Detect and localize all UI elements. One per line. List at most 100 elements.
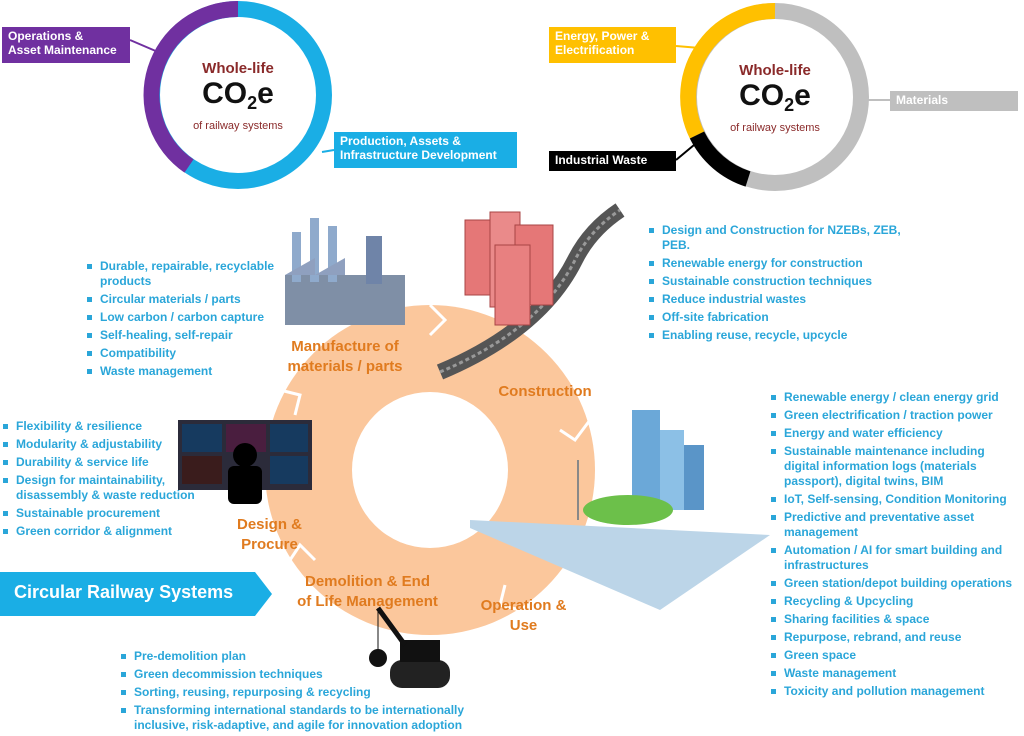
donut-left-title: Whole-life bbox=[202, 60, 274, 77]
label-prod-line1: Production, Assets & bbox=[340, 134, 461, 148]
list-operation-item: Waste management bbox=[770, 666, 1022, 681]
cycle-arrow-5 bbox=[279, 388, 302, 416]
title-banner bbox=[0, 572, 272, 616]
donut-left-co2e: CO2e bbox=[170, 77, 306, 120]
list-manufacture-item: Waste management bbox=[86, 364, 296, 379]
donut-right-subtitle: of railway systems bbox=[730, 122, 820, 134]
stage-demolition-line1: Demolition & End bbox=[305, 573, 430, 590]
stage-design: Design & Procure bbox=[222, 515, 317, 555]
cycle-hole bbox=[352, 392, 508, 548]
donut-right bbox=[675, 2, 890, 191]
donut-right-energy-segment bbox=[680, 2, 776, 139]
label-materials: Materials bbox=[890, 91, 1018, 111]
list-demolition-item: Pre-demolition plan bbox=[120, 649, 490, 664]
list-demolition-item: Green decommission techniques bbox=[120, 667, 490, 682]
list-design-item: Green corridor & alignment bbox=[2, 524, 207, 539]
co-text: CO bbox=[202, 77, 248, 110]
cycle-arrow-4 bbox=[288, 542, 317, 562]
list-operation-item: Predictive and preventative asset manage… bbox=[770, 510, 1022, 540]
cycle-arrow-3 bbox=[498, 584, 521, 612]
label-ops-line2: Asset Maintenance bbox=[8, 43, 117, 57]
list-operation-item: Green electrification / traction power bbox=[770, 408, 1022, 423]
stage-manufacture-line2: materials / parts bbox=[287, 358, 403, 375]
factory-icon bbox=[285, 218, 405, 325]
diagram-title: Circular Railway Systems bbox=[14, 582, 234, 602]
stage-manufacture-line1: Manufacture of bbox=[291, 338, 399, 355]
list-manufacture: Durable, repairable, recyclable products… bbox=[86, 259, 296, 382]
list-design-item: Modularity & adjustability bbox=[2, 437, 207, 452]
co-e: e bbox=[257, 77, 274, 110]
label-production-assets: Production, Assets & Infrastructure Deve… bbox=[334, 132, 517, 168]
list-demolition-item: Transforming international standards to … bbox=[120, 703, 490, 733]
list-operation-item: Green station/depot building operations bbox=[770, 576, 1022, 591]
label-operations-asset-maintenance: Operations & Asset Maintenance bbox=[2, 27, 130, 63]
stage-operation: Operation & Use bbox=[466, 596, 581, 636]
connector-ops bbox=[129, 39, 159, 53]
donut-left-subtitle: of railway systems bbox=[193, 120, 283, 132]
label-prod-line2: Infrastructure Development bbox=[340, 148, 497, 162]
cycle-arrow-1 bbox=[428, 303, 448, 337]
connector-waste bbox=[675, 139, 701, 161]
stage-design-line1: Design & bbox=[236, 516, 302, 533]
cycle-arrow-2 bbox=[559, 419, 592, 443]
label-industrial-waste: Industrial Waste bbox=[549, 151, 676, 171]
list-operation-item: Renewable energy / clean energy grid bbox=[770, 390, 1022, 405]
connector-energy bbox=[675, 45, 701, 49]
list-construction-item: Design and Construction for NZEBs, ZEB, … bbox=[648, 223, 918, 253]
stage-design-line2: Procure bbox=[241, 536, 298, 553]
list-construction-item: Sustainable construction techniques bbox=[648, 274, 918, 289]
co-sub: 2 bbox=[247, 93, 258, 113]
list-construction-item: Off-site fabrication bbox=[648, 310, 918, 325]
co-text: CO bbox=[739, 79, 785, 112]
stage-demolition-line2: of Life Management bbox=[297, 593, 438, 610]
list-operation-item: Green space bbox=[770, 648, 1022, 663]
crane-icon bbox=[369, 606, 450, 688]
list-operation-item: Automation / AI for smart building and i… bbox=[770, 543, 1022, 573]
list-operation-item: Sustainable maintenance including digita… bbox=[770, 444, 1022, 489]
list-design-item: Flexibility & resilience bbox=[2, 419, 207, 434]
connector-prod bbox=[321, 149, 335, 153]
label-energy-power: Energy, Power & Electrification bbox=[549, 27, 676, 63]
list-operation-item: Toxicity and pollution management bbox=[770, 684, 1022, 699]
operation-city-icon bbox=[470, 410, 770, 610]
list-construction-item: Reduce industrial wastes bbox=[648, 292, 918, 307]
design-monitors-icon bbox=[178, 420, 312, 504]
stage-demolition: Demolition & End of Life Management bbox=[285, 572, 450, 612]
list-operation-item: Sharing facilities & space bbox=[770, 612, 1022, 627]
label-energy-line2: Electrification bbox=[555, 43, 635, 57]
donut-left-center: Whole-life CO2e of railway systems bbox=[170, 60, 306, 132]
donut-left-operations-segment bbox=[143, 0, 239, 173]
buildings-railway-icon bbox=[436, 203, 625, 380]
list-manufacture-item: Circular materials / parts bbox=[86, 292, 296, 307]
list-demolition-item: Sorting, reusing, repurposing & recyclin… bbox=[120, 685, 490, 700]
list-operation-item: Recycling & Upcycling bbox=[770, 594, 1022, 609]
list-operation-item: Energy and water efficiency bbox=[770, 426, 1022, 441]
list-design-item: Sustainable procurement bbox=[2, 506, 207, 521]
co-e: e bbox=[794, 79, 811, 112]
stage-operation-line2: Use bbox=[509, 617, 538, 634]
list-manufacture-item: Low carbon / carbon capture bbox=[86, 310, 296, 325]
list-operation-item: Repurpose, rebrand, and reuse bbox=[770, 630, 1022, 645]
stage-manufacture: Manufacture of materials / parts bbox=[270, 337, 420, 377]
list-operation-item: IoT, Self-sensing, Condition Monitoring bbox=[770, 492, 1022, 507]
list-design-item: Design for maintainability, disassembly … bbox=[2, 473, 207, 503]
stage-construction: Construction bbox=[498, 383, 592, 400]
donut-right-title: Whole-life bbox=[739, 62, 811, 79]
label-energy-line1: Energy, Power & bbox=[555, 29, 650, 43]
stage-operation-line1: Operation & bbox=[480, 597, 567, 614]
list-construction-item: Renewable energy for construction bbox=[648, 256, 918, 271]
list-manufacture-item: Self-healing, self-repair bbox=[86, 328, 296, 343]
donut-right-waste-segment bbox=[689, 131, 751, 187]
co-sub: 2 bbox=[784, 95, 795, 115]
label-ops-line1: Operations & bbox=[8, 29, 84, 43]
donut-right-co2e: CO2e bbox=[707, 79, 843, 122]
circular-cycle bbox=[265, 303, 595, 635]
list-manufacture-item: Durable, repairable, recyclable products bbox=[86, 259, 296, 289]
donut-left bbox=[129, 0, 335, 189]
list-construction-item: Enabling reuse, recycle, upcycle bbox=[648, 328, 918, 343]
donut-right-center: Whole-life CO2e of railway systems bbox=[707, 62, 843, 134]
list-design-item: Durability & service life bbox=[2, 455, 207, 470]
